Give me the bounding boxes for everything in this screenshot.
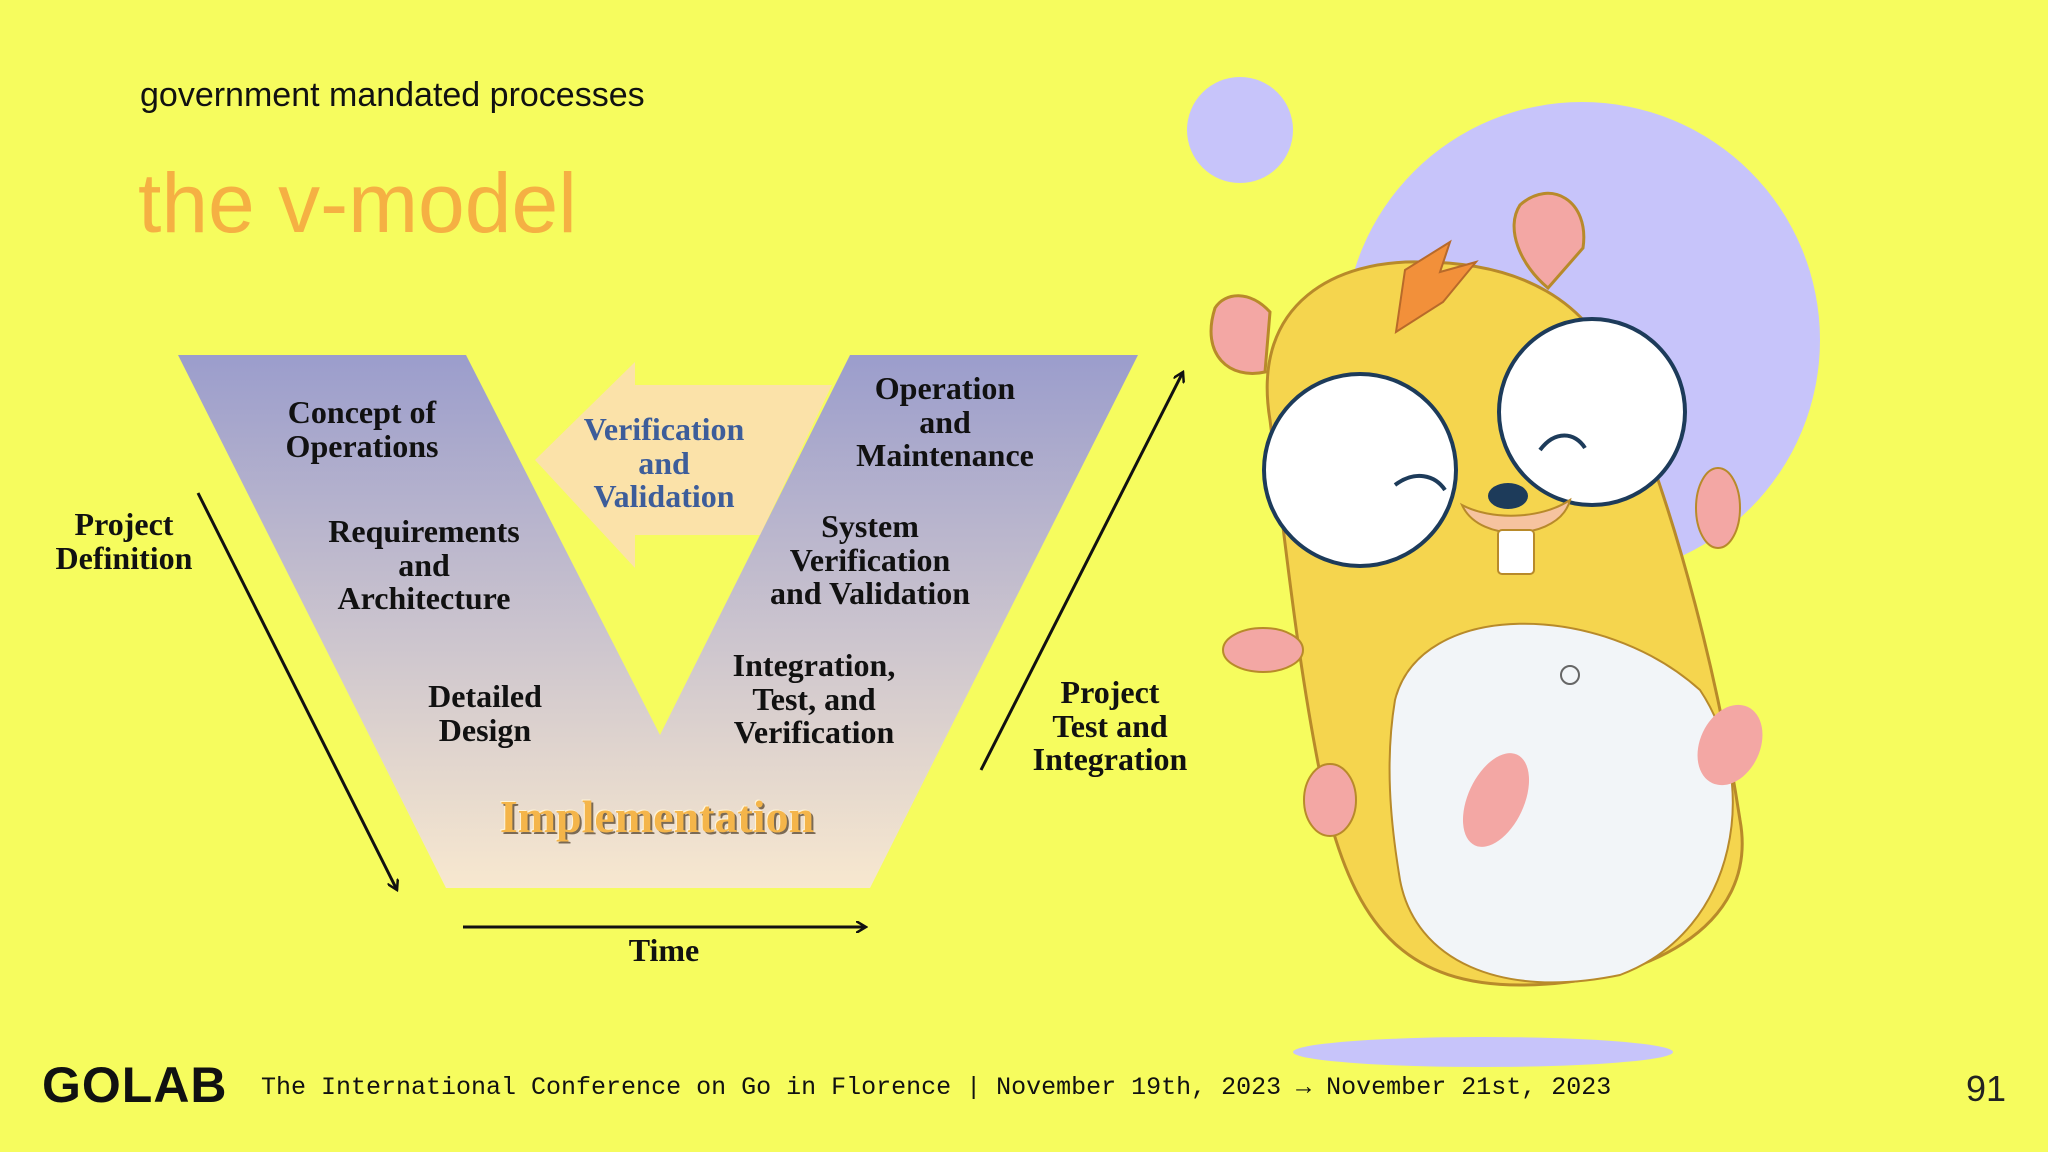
page-number: 91: [1966, 1068, 2007, 1109]
conference-tagline: The International Conference on Go in Fl…: [261, 1073, 1612, 1102]
project-definition-label: Project Definition: [55, 506, 193, 576]
slide-subtitle: government mandated processes: [140, 76, 645, 114]
stage-detailed-design: Detailed Design: [428, 678, 542, 748]
slide-title: the v-model: [138, 156, 577, 250]
project-test-integration-label: Project Test and Integration: [1032, 674, 1188, 778]
verification-arrow: [535, 362, 832, 568]
stage-integration-test: Integration, Test, and Verification: [732, 647, 896, 751]
stage-system-verification: System Verification and Validation: [769, 508, 971, 612]
shadow: [1293, 1037, 1673, 1067]
gopher-mascot-illustration: [1187, 77, 1820, 1067]
stage-operation-maintenance: Operation and Maintenance: [856, 370, 1034, 474]
stage-requirements-architecture: Requirements and Architecture: [328, 513, 520, 617]
stage-concept-of-operations: Concept of Operations: [285, 394, 439, 464]
verification-validation-label: Verification and Validation: [583, 411, 745, 515]
stage-implementation: Implementation: [499, 791, 815, 842]
definition-arrow: [196, 492, 397, 890]
golab-logo: GOLAB: [42, 1057, 228, 1113]
v-shape: [178, 355, 1138, 888]
small-circle: [1187, 77, 1293, 183]
integration-arrow: [979, 372, 1183, 771]
time-label: Time: [628, 932, 700, 968]
